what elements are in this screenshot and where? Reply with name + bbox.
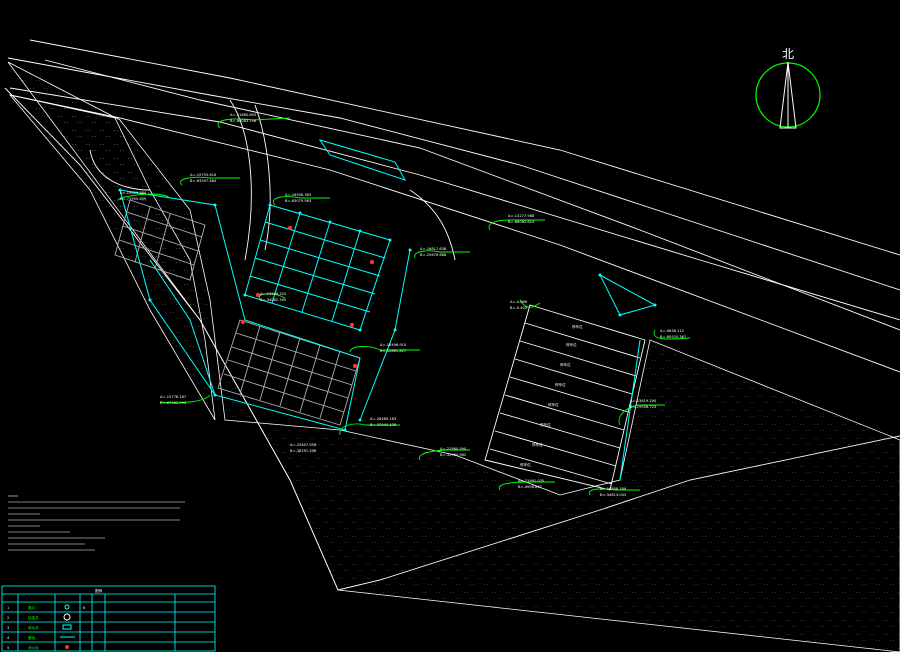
- north-arrow: 北: [755, 47, 821, 129]
- coord-a: A=-19753.618: [190, 173, 217, 177]
- legend-name: 消火栓: [28, 645, 39, 650]
- coord-b: B=-25676.688: [420, 253, 447, 257]
- parking-label: 停车位: [520, 462, 531, 467]
- legend-no: 3: [7, 626, 9, 630]
- parking-label: 停车位: [566, 342, 577, 347]
- legend-no: 5: [7, 646, 9, 650]
- parking-label: 停车位: [555, 382, 566, 387]
- coord-b: B=-34613.043: [600, 493, 626, 497]
- coord-b: B=-19558.723: [630, 405, 656, 409]
- building-main: [114, 199, 361, 426]
- coord-b: B=-63597.484: [190, 179, 217, 183]
- coord-a: A=-16808.184: [600, 487, 627, 491]
- coord-a: A=-23619.290: [630, 399, 657, 403]
- legend-name: 路灯: [28, 605, 36, 610]
- legend-symbols: [60, 604, 75, 649]
- parking-area: [484, 304, 646, 491]
- legend-no: 4: [7, 636, 10, 640]
- coord-b: B=-0.400: [510, 306, 528, 310]
- coord-a: A=-16817.638: [420, 247, 447, 251]
- coord-b: B=-4906.867: [518, 485, 542, 489]
- coord-b: B=-32960.962: [440, 453, 466, 457]
- coord-b: B=-66083.758: [230, 119, 257, 123]
- parking-label: 停车位: [548, 402, 559, 407]
- coord-a: A=-0.068: [510, 300, 528, 304]
- coord-a: A=-21991.035: [518, 479, 544, 483]
- legend-name: 检查井: [28, 615, 39, 620]
- drawing-notes: [8, 495, 185, 551]
- coordinate-leaders: [117, 117, 691, 496]
- coord-a: A=-22980.590: [440, 447, 467, 451]
- coord-a: A=-16956.363: [285, 193, 311, 197]
- coord-a: A=-21860.893: [230, 113, 256, 117]
- legend-qty: 6: [83, 606, 86, 610]
- parking-label: 停车位: [572, 324, 583, 329]
- coord-b: B=-34062.395: [260, 298, 286, 302]
- parking-label: 停车位: [540, 422, 551, 427]
- coord-b: B=-38291.598: [290, 449, 317, 453]
- legend-no: 1: [7, 606, 9, 610]
- legend-name: 雨水井: [28, 625, 39, 630]
- north-label: 北: [782, 47, 794, 61]
- hatched-areas: [7, 61, 900, 652]
- coord-a: A=-18496.910: [380, 343, 407, 347]
- legend-table: [1, 585, 216, 652]
- coord-b: B=-63079.983: [285, 199, 311, 203]
- coord-b: B=-68062.624: [508, 220, 535, 224]
- coord-b: B=-32861.827: [380, 349, 406, 353]
- hydrant-markers: [240, 225, 375, 369]
- coord-a: A=-25407.958: [290, 443, 317, 447]
- parking-label: 停车位: [560, 362, 571, 367]
- coord-b: B=-37041.135: [370, 423, 396, 427]
- coord-a: A=-19809.384: [120, 191, 147, 195]
- utility-nodes: [118, 188, 657, 432]
- legend-name: 管线: [28, 635, 36, 640]
- coord-b: B=-60920.367: [660, 335, 686, 339]
- coord-a: A=-13277.988: [508, 214, 535, 218]
- coord-b: B=-67962.294: [160, 401, 187, 405]
- coord-b: B=-71955.609: [120, 197, 147, 201]
- legend-no: 2: [7, 616, 9, 620]
- coord-a: A=-15778.187: [160, 395, 186, 399]
- legend-title: 图例: [95, 588, 103, 593]
- parking-label: 停车位: [532, 442, 543, 447]
- coord-a: A=-13596.320: [260, 292, 287, 296]
- coord-a: A=-26469.163: [370, 417, 396, 421]
- coord-a: A=-9638.112: [660, 329, 684, 333]
